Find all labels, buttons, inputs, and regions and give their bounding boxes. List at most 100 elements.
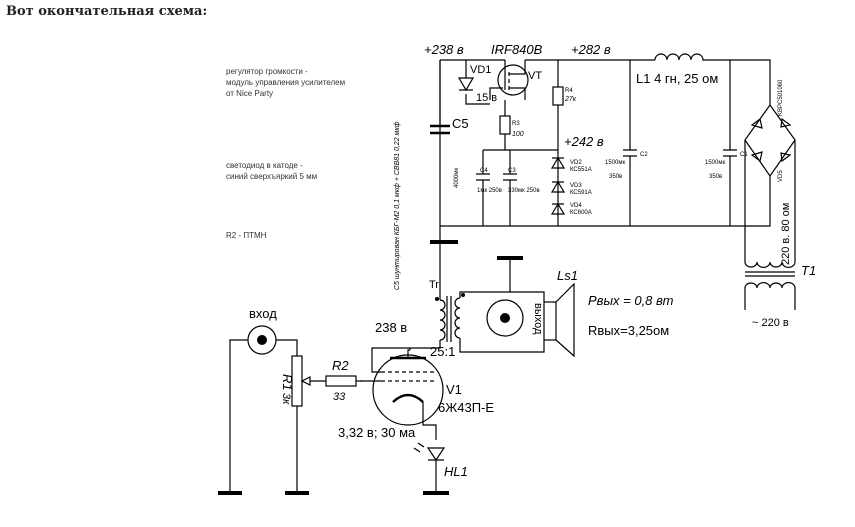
- label-vd1: VD1: [470, 64, 491, 76]
- bridge-diodes: [750, 117, 792, 163]
- zener-vd1: [457, 77, 475, 92]
- label-hl1: HL1: [444, 464, 468, 479]
- led-note: светодиод в катоде - синий сверхъяркий 5…: [226, 160, 317, 182]
- label-c5-shunt: C5 шунтирован КБГ-М2 0,1 мкф + CBB81 0,2…: [394, 121, 401, 290]
- cathode-wire: [422, 402, 437, 440]
- label-c2-value: 1500мк: [605, 160, 625, 166]
- zener-vd4: [550, 202, 566, 215]
- amplifier-stage: [218, 245, 575, 495]
- label-bridge: KBPC501060: [778, 79, 784, 116]
- label-vd2: VD2: [570, 160, 582, 166]
- zener-vd2: [550, 156, 566, 169]
- label-vd1-voltage: 15 в: [476, 92, 497, 104]
- led-hl1: [426, 447, 446, 492]
- label-tr: Tr: [429, 279, 439, 291]
- label-c1-voltage: 350в: [709, 174, 722, 180]
- output-jack-pin: [500, 313, 510, 323]
- label-t1: T1: [801, 263, 816, 278]
- speaker-ls1: [543, 301, 557, 341]
- label-input: вход: [249, 306, 277, 321]
- label-t1-secondary: 220 в. 80 ом: [780, 203, 792, 265]
- r2-note: R2 - ПТМН: [226, 231, 267, 240]
- label-vd2-type: КС551А: [570, 167, 592, 173]
- label-238v-plate: 238 в: [375, 320, 407, 335]
- label-vd3: VD3: [570, 183, 582, 189]
- label-c3-value: 330мк 250в: [508, 188, 540, 194]
- volume-note-line: от Nice Party: [226, 89, 274, 98]
- label-vd4: VD4: [570, 203, 582, 209]
- label-r4-value: 27к: [564, 96, 577, 103]
- label-vt: VT: [528, 70, 542, 82]
- volume-note: регулятор громкости - модуль управления …: [226, 66, 345, 99]
- page-heading: Вот окончательная схема:: [6, 4, 208, 19]
- label-c4: C4: [480, 168, 488, 174]
- label-ls1: Ls1: [557, 268, 578, 283]
- capacitor-c2: [623, 149, 637, 157]
- pot-wiper: [300, 376, 326, 386]
- transformer-tr-output-wires: [459, 291, 545, 353]
- led-note-line: светодиод в катоде -: [226, 161, 303, 170]
- label-c5-value: 4000мк: [454, 168, 460, 188]
- label-vd3-type: КС591А: [570, 190, 592, 196]
- label-242v: +242 в: [564, 134, 604, 149]
- phase-dot: [461, 293, 465, 297]
- speaker-cone: [555, 282, 575, 358]
- label-c1: C1: [740, 152, 748, 158]
- tube-cathode: [392, 393, 424, 403]
- resistor-r2: [325, 375, 357, 387]
- mosfet-vt: [497, 64, 529, 96]
- anode-lead: [407, 349, 410, 358]
- transformer-tr-secondary: [454, 297, 461, 339]
- screen-grid-wire: [371, 347, 410, 373]
- label-c1-value: 1500мк: [705, 160, 725, 166]
- label-r2-value: 33: [333, 391, 346, 403]
- volume-note-line: модуль управления усилителем: [226, 78, 346, 87]
- label-238v: +238 в: [424, 42, 464, 57]
- label-v1: V1: [446, 382, 462, 397]
- bottom-rail-wire: [440, 176, 771, 227]
- transformer-tr-primary: [409, 299, 446, 350]
- label-c4-value: 1мк 250в: [477, 188, 502, 194]
- label-c5: C5: [452, 116, 469, 131]
- mosfet-gate-wire: [489, 87, 503, 100]
- label-vd5: VD5: [778, 170, 784, 182]
- label-ratio: 25:1: [430, 344, 455, 359]
- label-c2: C2: [640, 152, 648, 158]
- transformer-t1-core: [745, 271, 795, 277]
- label-tube: 6Ж43П-Е: [438, 400, 494, 415]
- label-c3: C3: [508, 168, 516, 174]
- label-pout: Pвых = 0,8 вт: [588, 293, 674, 308]
- volume-note-line: регулятор громкости -: [226, 67, 308, 76]
- input-jack-pin: [257, 335, 267, 345]
- t1-leads: [744, 220, 796, 262]
- zener-vd3: [550, 180, 566, 193]
- transformer-t1-primary: [744, 281, 796, 310]
- label-rout: Rвых=3,25ом: [588, 323, 669, 338]
- label-heater: 3,32 в; 30 ма: [338, 425, 416, 440]
- bridge-ac-wires: [744, 140, 796, 220]
- label-r2: R2: [332, 358, 349, 373]
- input-wires: [229, 339, 298, 492]
- label-output: выход: [532, 303, 544, 335]
- label-l1: L1 4 гн, 25 ом: [636, 71, 718, 86]
- capacitor-c4: [476, 173, 490, 181]
- resistor-r4: [552, 86, 564, 106]
- resistor-r3: [499, 115, 511, 135]
- label-mosfet: IRF840B: [491, 42, 543, 57]
- output-jack: [486, 299, 524, 337]
- label-r4: R4: [565, 88, 573, 94]
- top-rail-wire: [440, 59, 771, 105]
- capacitor-c1: [723, 149, 737, 157]
- vd1-wire: [465, 60, 490, 105]
- label-r1-value: 3к: [280, 393, 292, 405]
- capacitor-c5: [430, 124, 450, 135]
- led-note-line: синий сверхъяркий 5 мм: [226, 172, 318, 181]
- label-c2-voltage: 350в: [609, 174, 622, 180]
- label-r3: R3: [512, 121, 520, 127]
- tube-v1: [372, 354, 444, 426]
- phase-dot: [435, 297, 439, 301]
- label-r3-value: 100: [512, 131, 524, 138]
- transformer-tr-core: [446, 296, 452, 342]
